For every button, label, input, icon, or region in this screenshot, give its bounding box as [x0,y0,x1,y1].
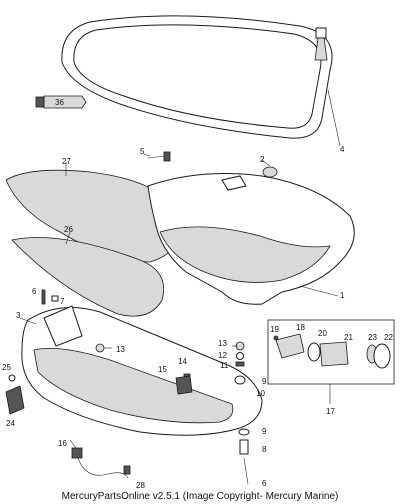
ring-20 [307,342,321,362]
screw-11 [235,361,245,367]
callout-1: 1 [340,291,345,300]
rod-6 [243,457,249,485]
adapter-22 [373,343,391,369]
callout-23: 23 [368,333,377,342]
foam-pad-26 [11,237,165,317]
callout-5: 5 [140,147,145,156]
screw-19 [273,335,279,341]
screw-5 [147,151,171,162]
sleeve-8 [239,439,249,455]
callout-28: 28 [136,481,145,490]
callout-17: 17 [326,407,335,416]
callout-6a: 6 [32,287,37,296]
wire-harness [71,447,131,479]
callout-20: 20 [318,329,327,338]
callout-8: 8 [262,445,267,454]
callout-13b: 13 [218,339,227,348]
callout-12: 12 [218,351,227,360]
exploded-parts-diagram: 36 [2,15,395,490]
callout-15: 15 [158,365,167,374]
callout-9a: 9 [262,377,267,386]
top-cowl [147,173,355,305]
image-caption: MercuryPartsOnline v2.5.1 (Image Copyrig… [61,491,339,502]
lubricant-tube: 36 [35,95,87,109]
callout-26: 26 [64,225,73,234]
callout-11: 11 [220,361,229,370]
cap-2 [262,166,278,178]
callout-22: 22 [384,333,393,342]
grommet-12 [236,352,244,360]
fastener-25 [8,374,16,382]
adhesive-applicator-tube [314,27,328,61]
callout-2: 2 [260,155,265,164]
callout-10: 10 [256,389,265,398]
callout-7: 7 [60,297,65,306]
latch-24 [5,385,25,415]
washer-10 [234,375,246,385]
tube-label: 36 [55,98,64,107]
bracket-18 [275,333,305,359]
bottom-cowl [21,305,263,436]
bolt-6 [41,289,46,305]
callout-6b: 6 [262,479,267,488]
callout-14: 14 [178,357,187,366]
nut-13 [95,343,105,353]
intake-kit-box [267,319,395,385]
callouts: 1 2 3 4 5 6 6 7 8 9 9 10 11 12 13 13 14 … [2,145,393,490]
callout-4: 4 [340,145,345,154]
bracket-15 [175,375,193,395]
washer-7 [51,295,59,302]
leader-lines [19,89,341,449]
callout-19: 19 [270,325,279,334]
callout-16: 16 [58,439,67,448]
washer-9 [238,428,250,436]
top-cowl-seal [61,15,333,139]
callout-9b: 9 [262,427,267,436]
callout-24: 24 [6,419,15,428]
callout-3: 3 [16,311,21,320]
hose-21 [319,341,349,367]
callout-13a: 13 [116,345,125,354]
callout-18: 18 [296,323,305,332]
callout-21: 21 [344,333,353,342]
callout-27: 27 [62,157,71,166]
callout-25: 25 [2,363,11,372]
